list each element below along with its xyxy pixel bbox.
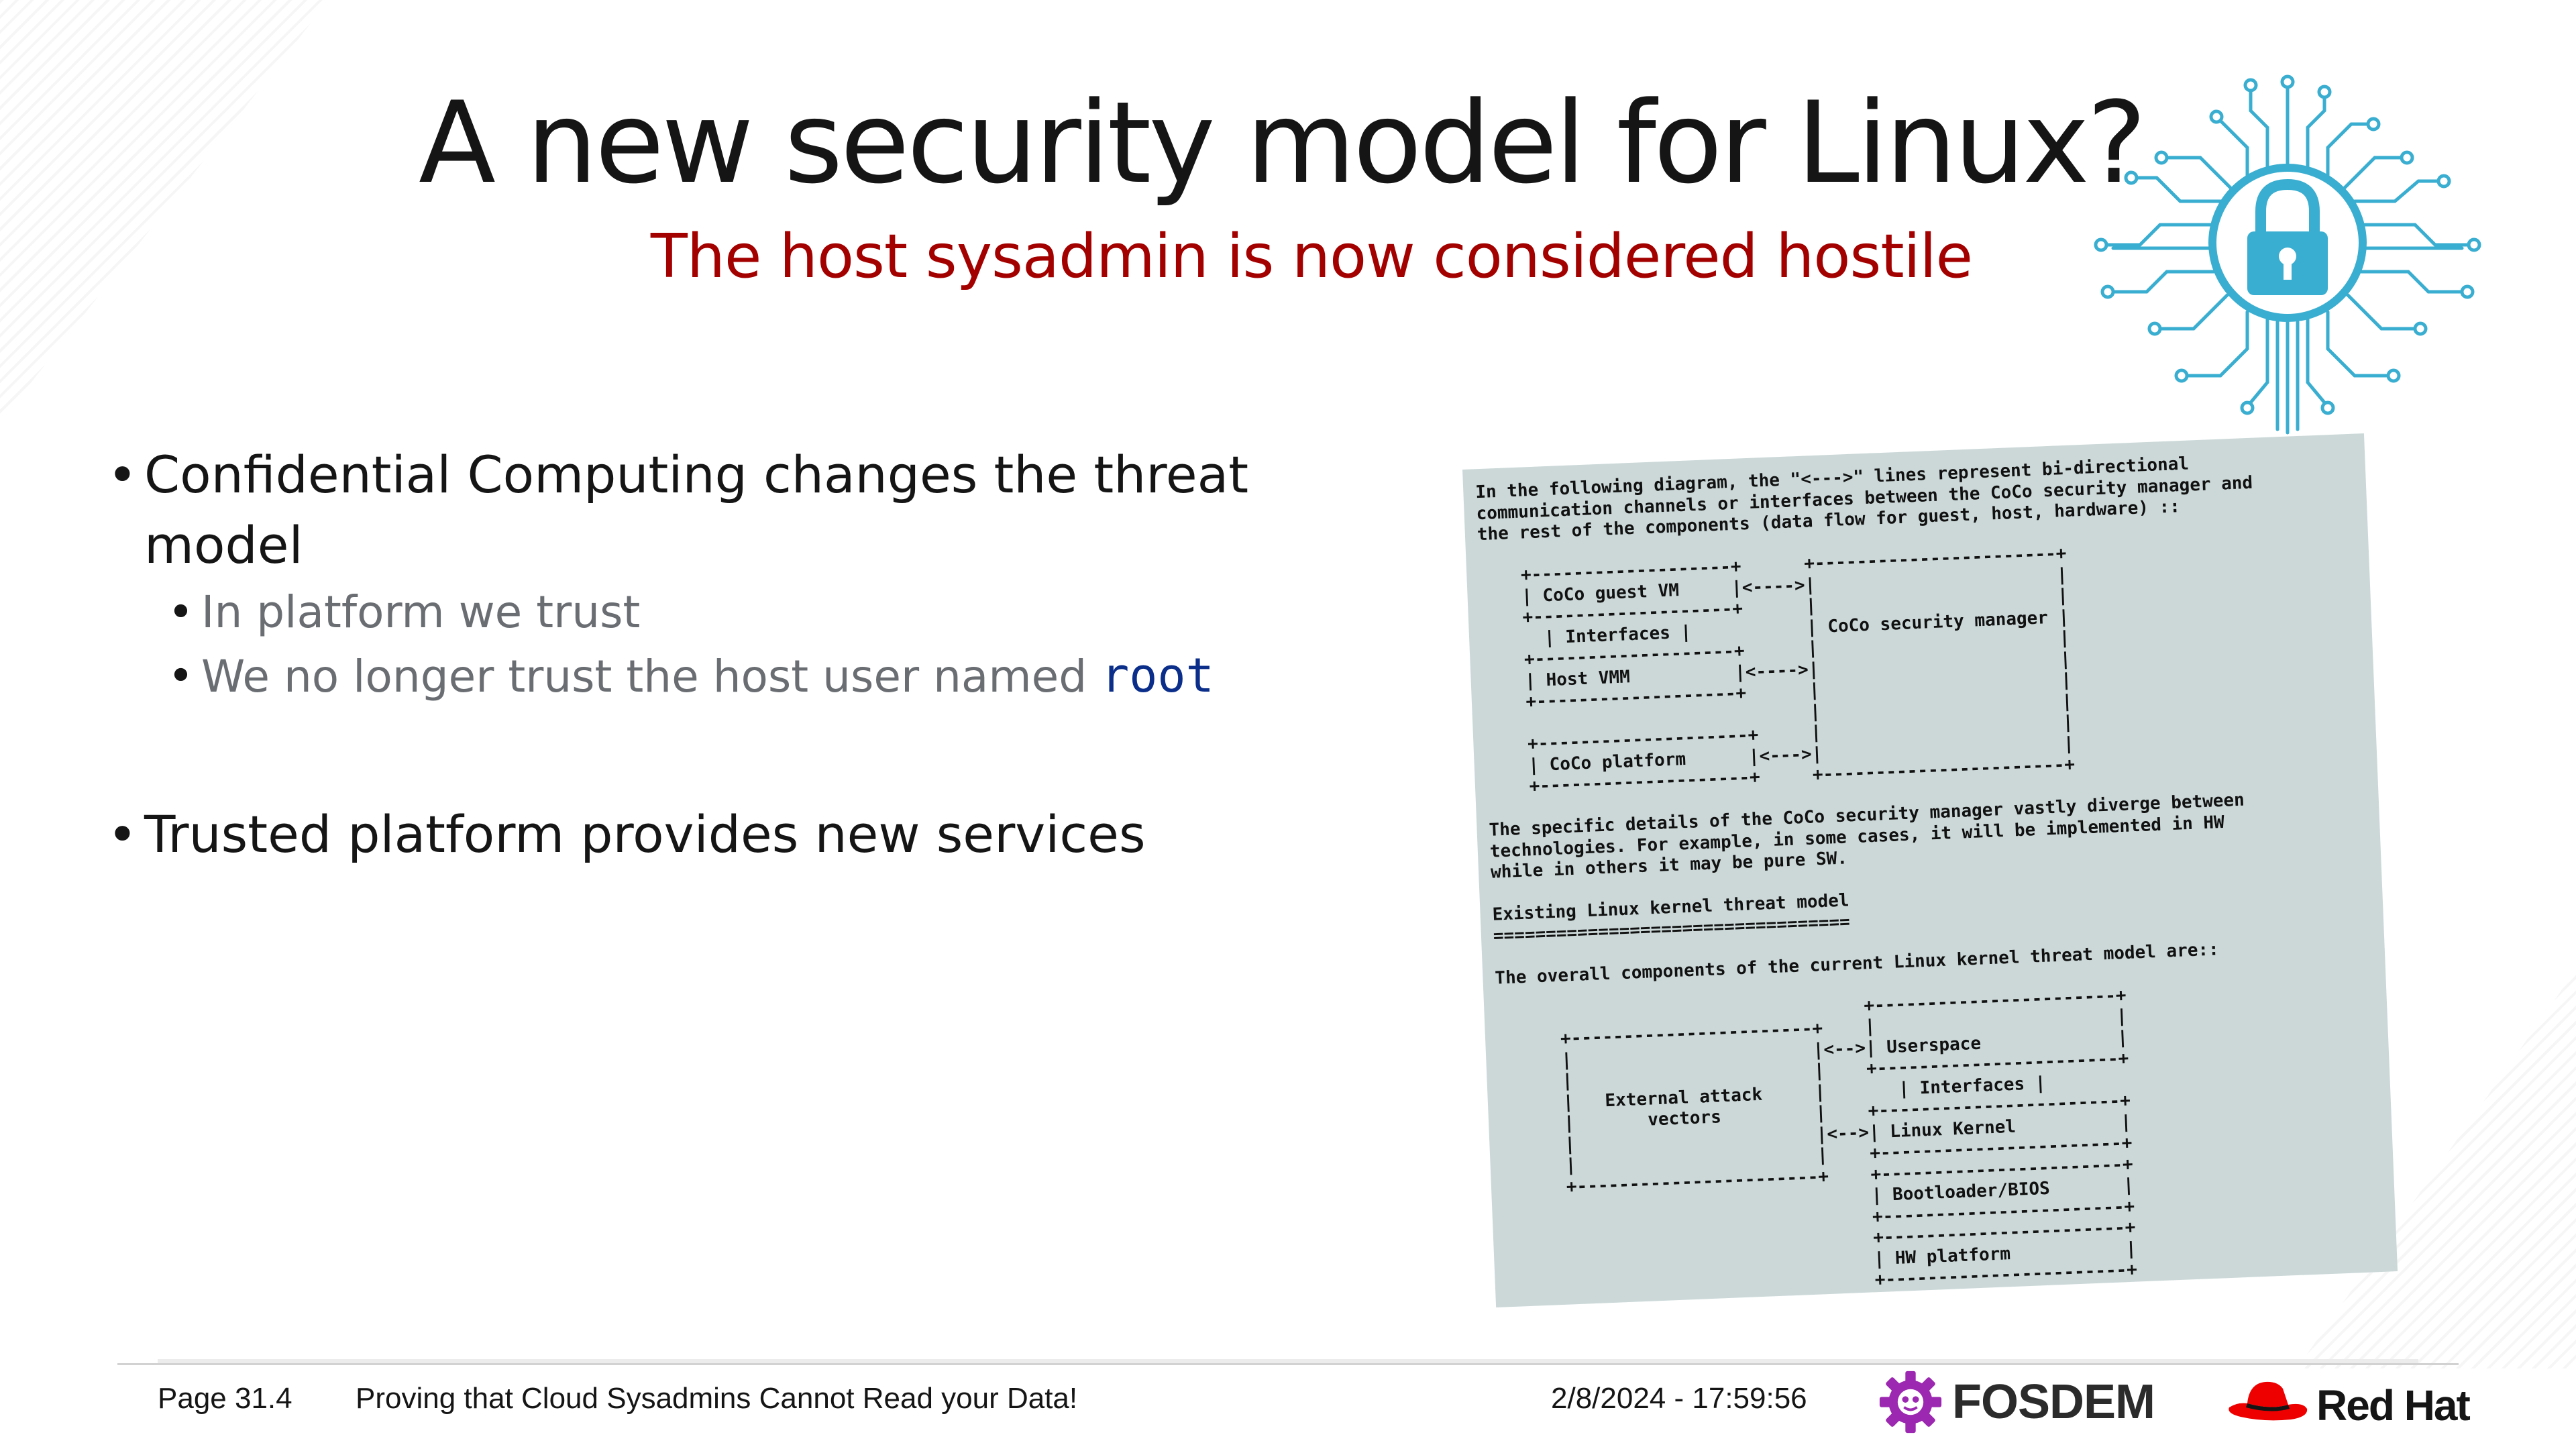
spacer [107, 708, 1382, 799]
redhat-fedora-icon [2229, 1381, 2308, 1421]
lock-circuit-icon [2094, 74, 2481, 435]
fosdem-wordmark: FOSDEM [1952, 1375, 2155, 1429]
slide-subtitle: The host sysadmin is now considered host… [650, 221, 1973, 292]
footer-datetime: 2/8/2024 - 17:59:56 [1551, 1382, 1807, 1415]
page-number: Page 31.4 [158, 1382, 292, 1415]
bullet-item: Confidential Computing changes the threa… [107, 439, 1382, 580]
slide-title: A new security model for Linux? [419, 77, 2147, 209]
inline-code: root [1101, 648, 1214, 703]
footer-divider [117, 1363, 2459, 1365]
document-text: In the following diagram, the "<--->" li… [1474, 453, 2253, 1305]
bullet-item: Trusted platform provides new services [107, 799, 1382, 869]
talk-title: Proving that Cloud Sysadmins Cannot Read… [356, 1382, 1078, 1415]
document-excerpt: In the following diagram, the "<--->" li… [1462, 433, 2398, 1307]
sub-bullet-item: We no longer trust the host user named r… [107, 644, 1382, 708]
sub-bullet-text: We no longer trust the host user named [201, 651, 1102, 702]
sub-bullet-item: In platform we trust [107, 580, 1382, 644]
fosdem-logo: FOSDEM [1878, 1365, 2155, 1439]
redhat-wordmark: Red Hat [2316, 1381, 2471, 1430]
bullet-list: Confidential Computing changes the threa… [107, 439, 1382, 869]
redhat-logo: Red Hat [2224, 1368, 2471, 1442]
fosdem-gear-icon [1879, 1371, 1942, 1434]
footer-divider-shadow [158, 1359, 2418, 1365]
